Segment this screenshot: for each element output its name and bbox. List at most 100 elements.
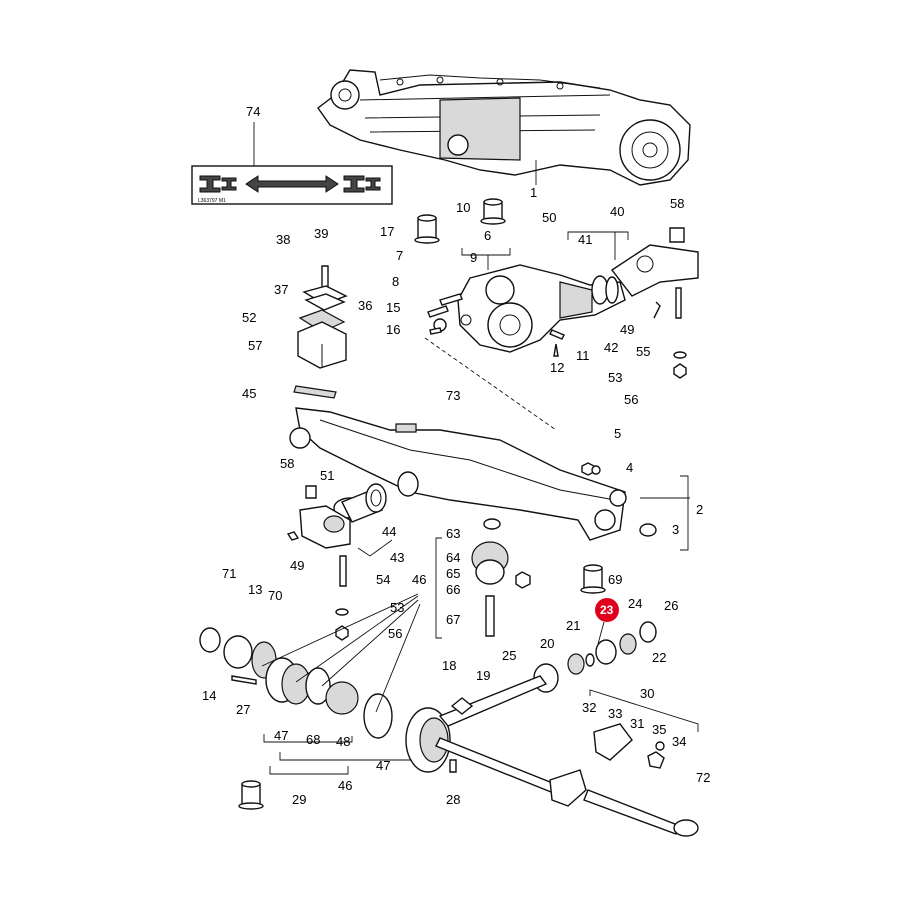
- callout-labels: 1 2 3 4 5 6 7 8 9 10 11 12 13 14 15 16 1…: [202, 104, 710, 807]
- half-shaft-assembly: [435, 689, 699, 837]
- callout-36: 36: [358, 298, 372, 313]
- callout-51: 51: [320, 468, 334, 483]
- callout-6: 6: [484, 228, 491, 243]
- callout-16: 16: [386, 322, 400, 337]
- callout-27: 27: [236, 702, 250, 717]
- callout-43: 43: [390, 550, 404, 565]
- callout-63: 63: [446, 526, 460, 541]
- callout-1: 1: [530, 185, 537, 200]
- callout-71: 71: [222, 566, 236, 581]
- highlighted-callout-23[interactable]: 23: [595, 598, 619, 645]
- part-29-bush: [238, 780, 264, 810]
- callout-46: 46: [412, 572, 426, 587]
- callout-7: 7: [396, 248, 403, 263]
- callout-46b: 46: [338, 778, 352, 793]
- callout-2: 2: [696, 502, 703, 517]
- callout-26: 26: [664, 598, 678, 613]
- callout-47: 47: [274, 728, 288, 743]
- callout-39: 39: [314, 226, 328, 241]
- callout-17: 17: [380, 224, 394, 239]
- callout-35: 35: [652, 722, 666, 737]
- callout-58b: 58: [280, 456, 294, 471]
- callout-58: 58: [670, 196, 684, 211]
- callout-18: 18: [442, 658, 456, 673]
- pivot-block-assembly: [297, 265, 348, 369]
- callout-34: 34: [672, 734, 686, 749]
- callout-10: 10: [456, 200, 470, 215]
- part-45-strip: [293, 385, 337, 399]
- callout-13: 13: [248, 582, 262, 597]
- callout-4: 4: [626, 460, 633, 475]
- callout-9: 9: [470, 250, 477, 265]
- callout-64: 64: [446, 550, 460, 565]
- callout-66: 66: [446, 582, 460, 597]
- callout-32: 32: [582, 700, 596, 715]
- callout-20: 20: [540, 636, 554, 651]
- callout-68: 68: [306, 732, 320, 747]
- callout-53: 53: [608, 370, 622, 385]
- stud-nut-washer-left: [335, 555, 349, 641]
- callout-55: 55: [636, 344, 650, 359]
- callout-56b: 56: [388, 626, 402, 641]
- differential-housing: [457, 227, 699, 379]
- callout-23: 23: [600, 603, 614, 617]
- callout-21: 21: [566, 618, 580, 633]
- callout-31: 31: [630, 716, 644, 731]
- part-10-bush: [480, 198, 506, 225]
- callout-12: 12: [550, 360, 564, 375]
- callout-14: 14: [202, 688, 216, 703]
- callout-15: 15: [386, 300, 400, 315]
- callout-22: 22: [652, 650, 666, 665]
- part-2-axle-beam: [289, 337, 690, 551]
- callout-8: 8: [392, 274, 399, 289]
- callout-25: 25: [502, 648, 516, 663]
- part-17-bush: [414, 214, 440, 244]
- callout-50: 50: [542, 210, 556, 225]
- callout-74: 74: [246, 104, 260, 119]
- callout-42: 42: [604, 340, 618, 355]
- small-parts-right: [581, 462, 657, 537]
- callout-40: 40: [610, 204, 624, 219]
- callout-41: 41: [578, 232, 592, 247]
- callout-11: 11: [576, 348, 590, 363]
- callout-49b: 49: [290, 558, 304, 573]
- differential-gears: [435, 518, 531, 639]
- callout-53b: 53: [390, 600, 404, 615]
- part-69-bush: [580, 564, 606, 594]
- part-74-decal: L363797 M1: [191, 122, 393, 205]
- callout-70: 70: [268, 588, 282, 603]
- left-stub-assembly: [286, 483, 393, 557]
- callout-72: 72: [696, 770, 710, 785]
- callout-44: 44: [382, 524, 396, 539]
- callout-49: 49: [620, 322, 634, 337]
- callout-52: 52: [242, 310, 256, 325]
- callout-67: 67: [446, 612, 460, 627]
- callout-28: 28: [446, 792, 460, 807]
- fasteners-upper: [427, 293, 565, 357]
- callout-5: 5: [614, 426, 621, 441]
- callout-69: 69: [608, 572, 622, 587]
- callout-38: 38: [276, 232, 290, 247]
- callout-48: 48: [336, 734, 350, 749]
- callout-57: 57: [248, 338, 262, 353]
- callout-37: 37: [274, 282, 288, 297]
- callout-30: 30: [640, 686, 654, 701]
- callout-73: 73: [446, 388, 460, 403]
- callout-19: 19: [476, 668, 490, 683]
- front-axle-assembly: [317, 69, 691, 186]
- decal-code-text: L363797 M1: [198, 198, 226, 204]
- callout-45: 45: [242, 386, 256, 401]
- callout-33: 33: [608, 706, 622, 721]
- callout-3: 3: [672, 522, 679, 537]
- drive-shaft-crown-wheel: [405, 675, 548, 773]
- callout-56: 56: [624, 392, 638, 407]
- right-bearing-stack: [533, 621, 657, 693]
- callout-29: 29: [292, 792, 306, 807]
- callout-24: 24: [628, 596, 642, 611]
- callout-54: 54: [376, 572, 390, 587]
- highlight-badge[interactable]: [595, 598, 619, 622]
- callout-47b: 47: [376, 758, 390, 773]
- callout-65: 65: [446, 566, 460, 581]
